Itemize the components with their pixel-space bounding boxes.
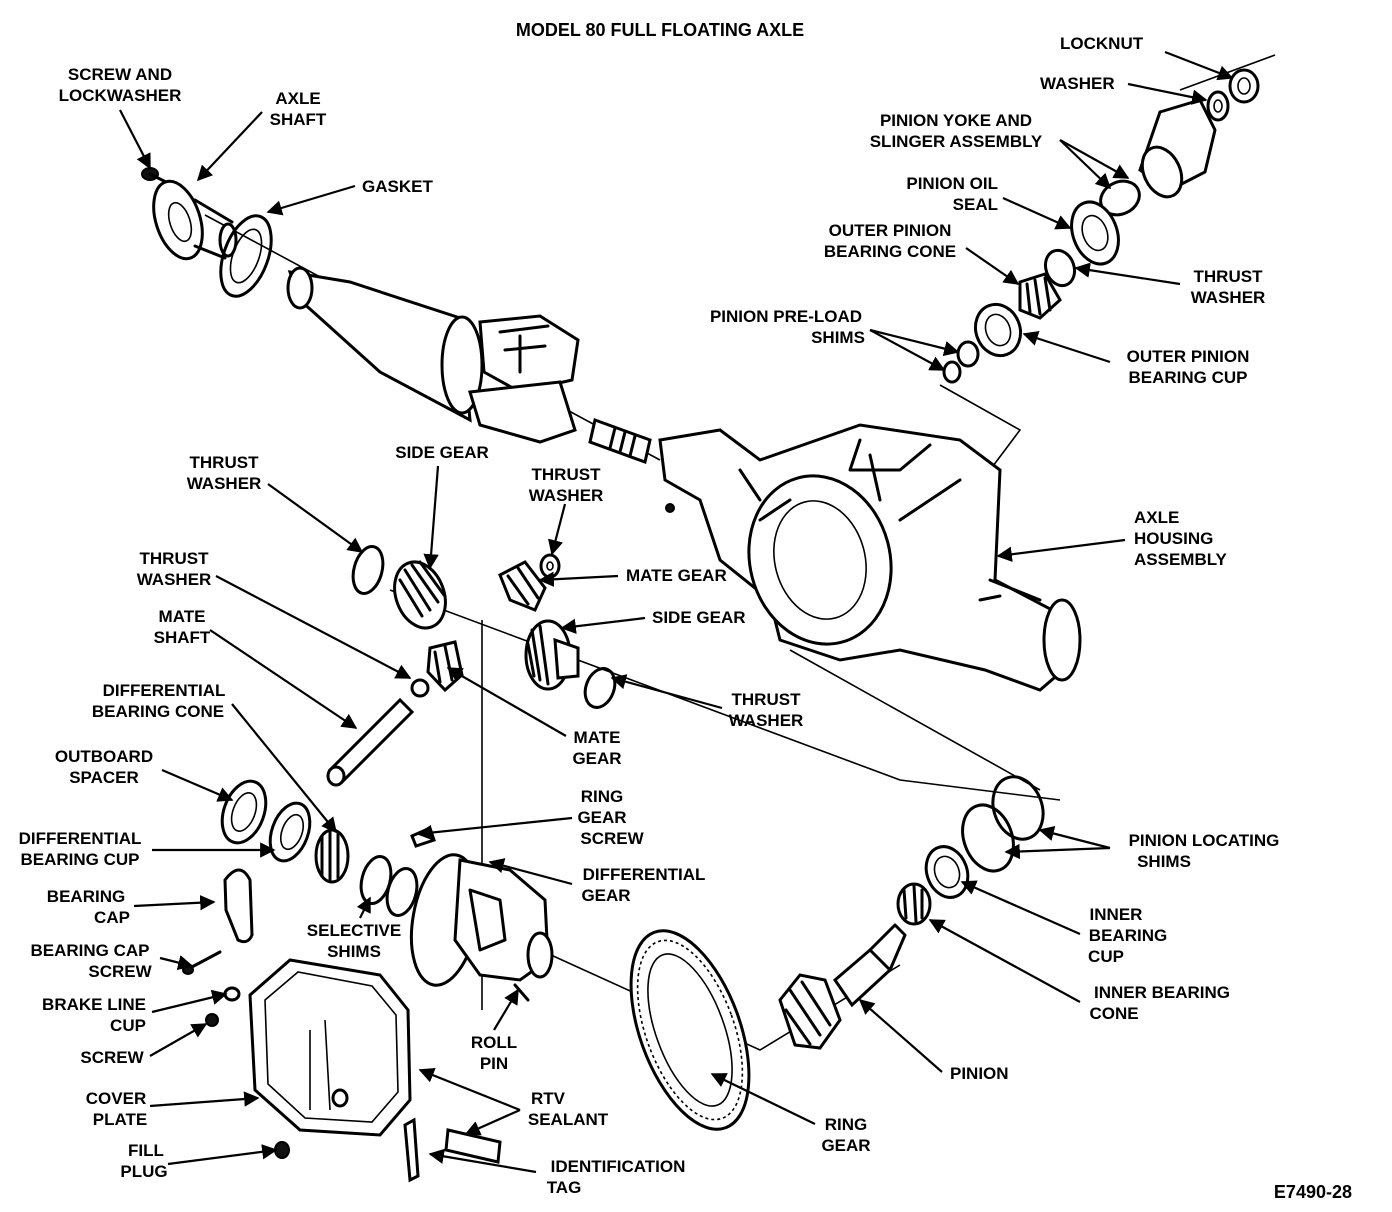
outer-pinion-bearing-cup-part: [973, 302, 1023, 358]
label-side-gear-1: SIDE GEAR: [395, 443, 489, 462]
locknut-part: [1228, 68, 1260, 104]
mate-shaft-part: [326, 697, 415, 787]
parts-layer: [141, 54, 1276, 1183]
label-pinion: PINION: [950, 1064, 1009, 1083]
pinion-oil-seal-part: [1070, 200, 1120, 266]
cover-plate-part: [248, 958, 412, 1137]
leader-lines: [119, 50, 1234, 1174]
pinion-part: [778, 923, 907, 1050]
axle-housing-part: [658, 423, 1082, 692]
side-gear-upper-part: [393, 560, 447, 630]
selective-shims-part: [359, 855, 419, 917]
label-mate-gear-1: MATE GEAR: [626, 566, 727, 585]
thrust-washer-center-part: [539, 553, 561, 579]
identification-tag-part: [403, 1117, 502, 1183]
pinion-locating-shims-part: [961, 775, 1045, 873]
washer-part: [1206, 90, 1230, 122]
label-washer: WASHER: [1040, 74, 1115, 93]
gasket-part: [219, 214, 273, 298]
screw-lockwasher-part: [141, 167, 168, 184]
bearing-cap-part: [223, 868, 254, 944]
input-shaft-part: [588, 418, 652, 464]
pinion-preload-shims-part: [942, 340, 980, 384]
axle-shaft-part: [152, 179, 238, 261]
ring-gear-screw-part: [410, 825, 436, 848]
inner-bearing-cup-part: [924, 845, 970, 899]
differential-bearing-cup-part: [268, 801, 312, 863]
thrust-washer-small-part: [410, 678, 430, 698]
outboard-spacer-part: [220, 779, 268, 845]
spindle-part: [286, 266, 580, 444]
thrust-washer-right-part: [583, 667, 617, 709]
outer-pinion-bearing-cone-part: [1018, 272, 1062, 320]
pinion-shims-alignment-line: [789, 649, 1041, 791]
label-side-gear-2: SIDE GEAR: [652, 608, 746, 627]
brake-line-cup-part: [223, 986, 241, 1002]
screw-part: [205, 1013, 219, 1027]
pinion-axis-line: [1179, 54, 1276, 91]
inner-bearing-cone-part: [896, 882, 932, 926]
diagram-title: MODEL 80 FULL FLOATING AXLE: [516, 20, 804, 40]
pinion-thrust-washer-part: [1043, 248, 1077, 288]
mate-gear-lower-part: [426, 640, 464, 693]
bearing-cap-screw-part: [182, 950, 222, 975]
side-gear-center-part: [524, 619, 580, 691]
differential-case-part: [409, 853, 554, 987]
label-locknut: LOCKNUT: [1060, 34, 1144, 53]
thrust-washer-upper-left-part: [351, 545, 385, 595]
label-screw: SCREW: [80, 1048, 144, 1067]
roll-pin-part: [513, 983, 530, 1002]
mate-gear-upper-part: [498, 560, 547, 612]
differential-bearing-cone-part: [314, 828, 350, 884]
pinion-alignment-line: [939, 384, 1022, 471]
fill-plug-part: [274, 1141, 290, 1159]
pinion-yoke-part: [1099, 98, 1217, 217]
ring-gear-part: [629, 929, 751, 1131]
figure-code: E7490-28: [1274, 1182, 1352, 1202]
label-gasket: GASKET: [362, 177, 433, 196]
